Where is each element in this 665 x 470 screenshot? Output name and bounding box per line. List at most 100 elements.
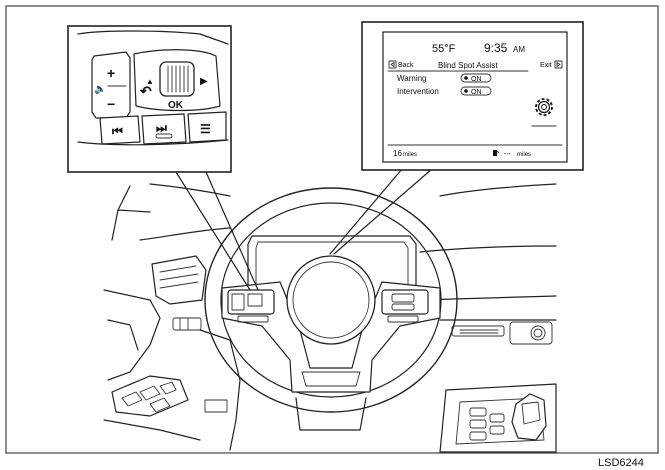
left-vent-slat-2 [159, 273, 199, 281]
lower-spoke-inset [301, 371, 361, 387]
up-arrow-icon: ▲ [146, 77, 154, 86]
figure-frame [5, 5, 659, 454]
time-readout: 9:35 [484, 41, 508, 55]
console-inset [455, 397, 545, 445]
left-wheel-switch-small-wheel [247, 293, 263, 307]
start-button-panel [509, 321, 553, 345]
left-pillar-brace [117, 209, 151, 213]
window-switch-1 [121, 391, 143, 407]
window-switch-2 [139, 385, 161, 401]
switch-callout: + − 🔈 ↶ ▲ ◀ ▶ OK ⏮ ⏭ ☰ [67, 25, 232, 173]
right-wheel-switch-small-lower [391, 303, 415, 311]
left-air-vent [151, 255, 207, 305]
menu-list-icon: ☰ [200, 122, 211, 136]
dash-mid-right [419, 295, 557, 301]
left-door-handle [107, 319, 139, 351]
dash-lower-left [199, 329, 241, 451]
menu-button[interactable] [187, 111, 227, 143]
range-value: --- [504, 151, 512, 158]
switch-housing-top [77, 30, 229, 45]
odometer-value: 16 [393, 149, 402, 158]
previous-track-button[interactable] [99, 115, 141, 145]
left-vent-slat-1 [159, 265, 197, 273]
dash-upper-right [419, 245, 557, 253]
left-wheel-switch-small-volume [231, 293, 245, 311]
next-track-button[interactable] [141, 113, 187, 145]
gear-shifter-knob [521, 401, 541, 425]
row-label-warning: Warning [397, 74, 427, 83]
steering-wheel-rim-outer [204, 187, 458, 413]
exit-label[interactable]: Exit [540, 62, 552, 69]
minus-icon: − [107, 96, 115, 112]
hub-inner-ring [292, 261, 370, 339]
toggle-warning-dot [464, 76, 468, 80]
dash-upper-left [139, 227, 231, 241]
range-unit: miles [517, 152, 531, 158]
exit-icon-arrow [556, 62, 561, 67]
callout-leader-right-a [329, 161, 409, 255]
switch-housing-bottom [77, 139, 229, 146]
time-suffix: AM [513, 45, 525, 54]
previous-track-icon: ⏮ [112, 124, 123, 138]
left-pillar-line [111, 185, 131, 241]
steering-wheel-hub [286, 255, 376, 345]
window-switch-panel [111, 375, 189, 417]
next-track-icon: ⏭ [156, 121, 167, 135]
steering-column [295, 397, 367, 431]
left-wheel-switch-small [227, 289, 275, 315]
window-switch-4 [159, 381, 177, 395]
window-switch-3 [149, 397, 171, 413]
row-label-intervention: Intervention [397, 87, 439, 96]
scroll-wheel[interactable] [159, 61, 195, 97]
console-button-3 [469, 431, 487, 441]
toggle-intervention-label: ON [471, 89, 482, 96]
exit-icon[interactable] [554, 60, 563, 69]
plus-icon: + [107, 65, 115, 81]
pedal-block [204, 399, 228, 413]
right-arrow-icon: ▶ [200, 76, 208, 87]
gear-icon[interactable] [535, 98, 553, 116]
odometer-unit: miles [403, 152, 417, 158]
start-button-inner [533, 328, 543, 338]
callout-leader-left-b [205, 171, 259, 291]
left-door-panel [103, 289, 161, 381]
right-wheel-switch-small-upper [391, 293, 415, 303]
back-icon[interactable] [388, 60, 397, 69]
back-label[interactable]: Back [398, 62, 414, 69]
next-track-indicator [155, 133, 173, 139]
screen-title: Blind Spot Assist [438, 61, 498, 70]
figure-code: LSD6244 [598, 457, 644, 469]
door-bottom-line [103, 419, 201, 441]
gear-shifter [511, 393, 547, 441]
right-wheel-switch-small-strip [387, 315, 419, 323]
console-button-2 [469, 419, 487, 429]
toggle-warning-label: ON [471, 76, 482, 83]
console-button-5 [489, 425, 505, 435]
temperature-readout: 55°F [432, 43, 456, 55]
speaker-icon: 🔈 [94, 84, 106, 95]
car-interior [103, 183, 557, 453]
scroll-wheel-icon [167, 65, 189, 93]
left-vent-slat-3 [159, 281, 199, 289]
callout-leader-right-b [333, 161, 441, 255]
display-callout: 55°F 9:35 AM Back Blind Spot Assist Exit… [361, 21, 584, 171]
left-wheel-switch-small-lower [237, 315, 269, 323]
fuel-pump-icon [493, 150, 500, 156]
toggle-intervention-dot [464, 89, 468, 93]
toggle-intervention[interactable] [460, 86, 492, 96]
console-button-4 [489, 413, 505, 423]
display-screen [382, 31, 568, 163]
callout-leader-left-a [175, 171, 251, 291]
back-icon-arrow [390, 62, 395, 67]
left-vent-switch [172, 317, 202, 331]
toggle-warning[interactable] [460, 73, 492, 83]
steering-wheel-rim-inner [220, 202, 442, 398]
console-button-1 [469, 407, 487, 417]
right-vent-strip [451, 325, 505, 337]
ok-label: OK [168, 100, 184, 111]
start-button [530, 325, 546, 341]
back-arrow-icon: ↶ [139, 83, 152, 99]
dash-top-right-line [439, 183, 557, 197]
